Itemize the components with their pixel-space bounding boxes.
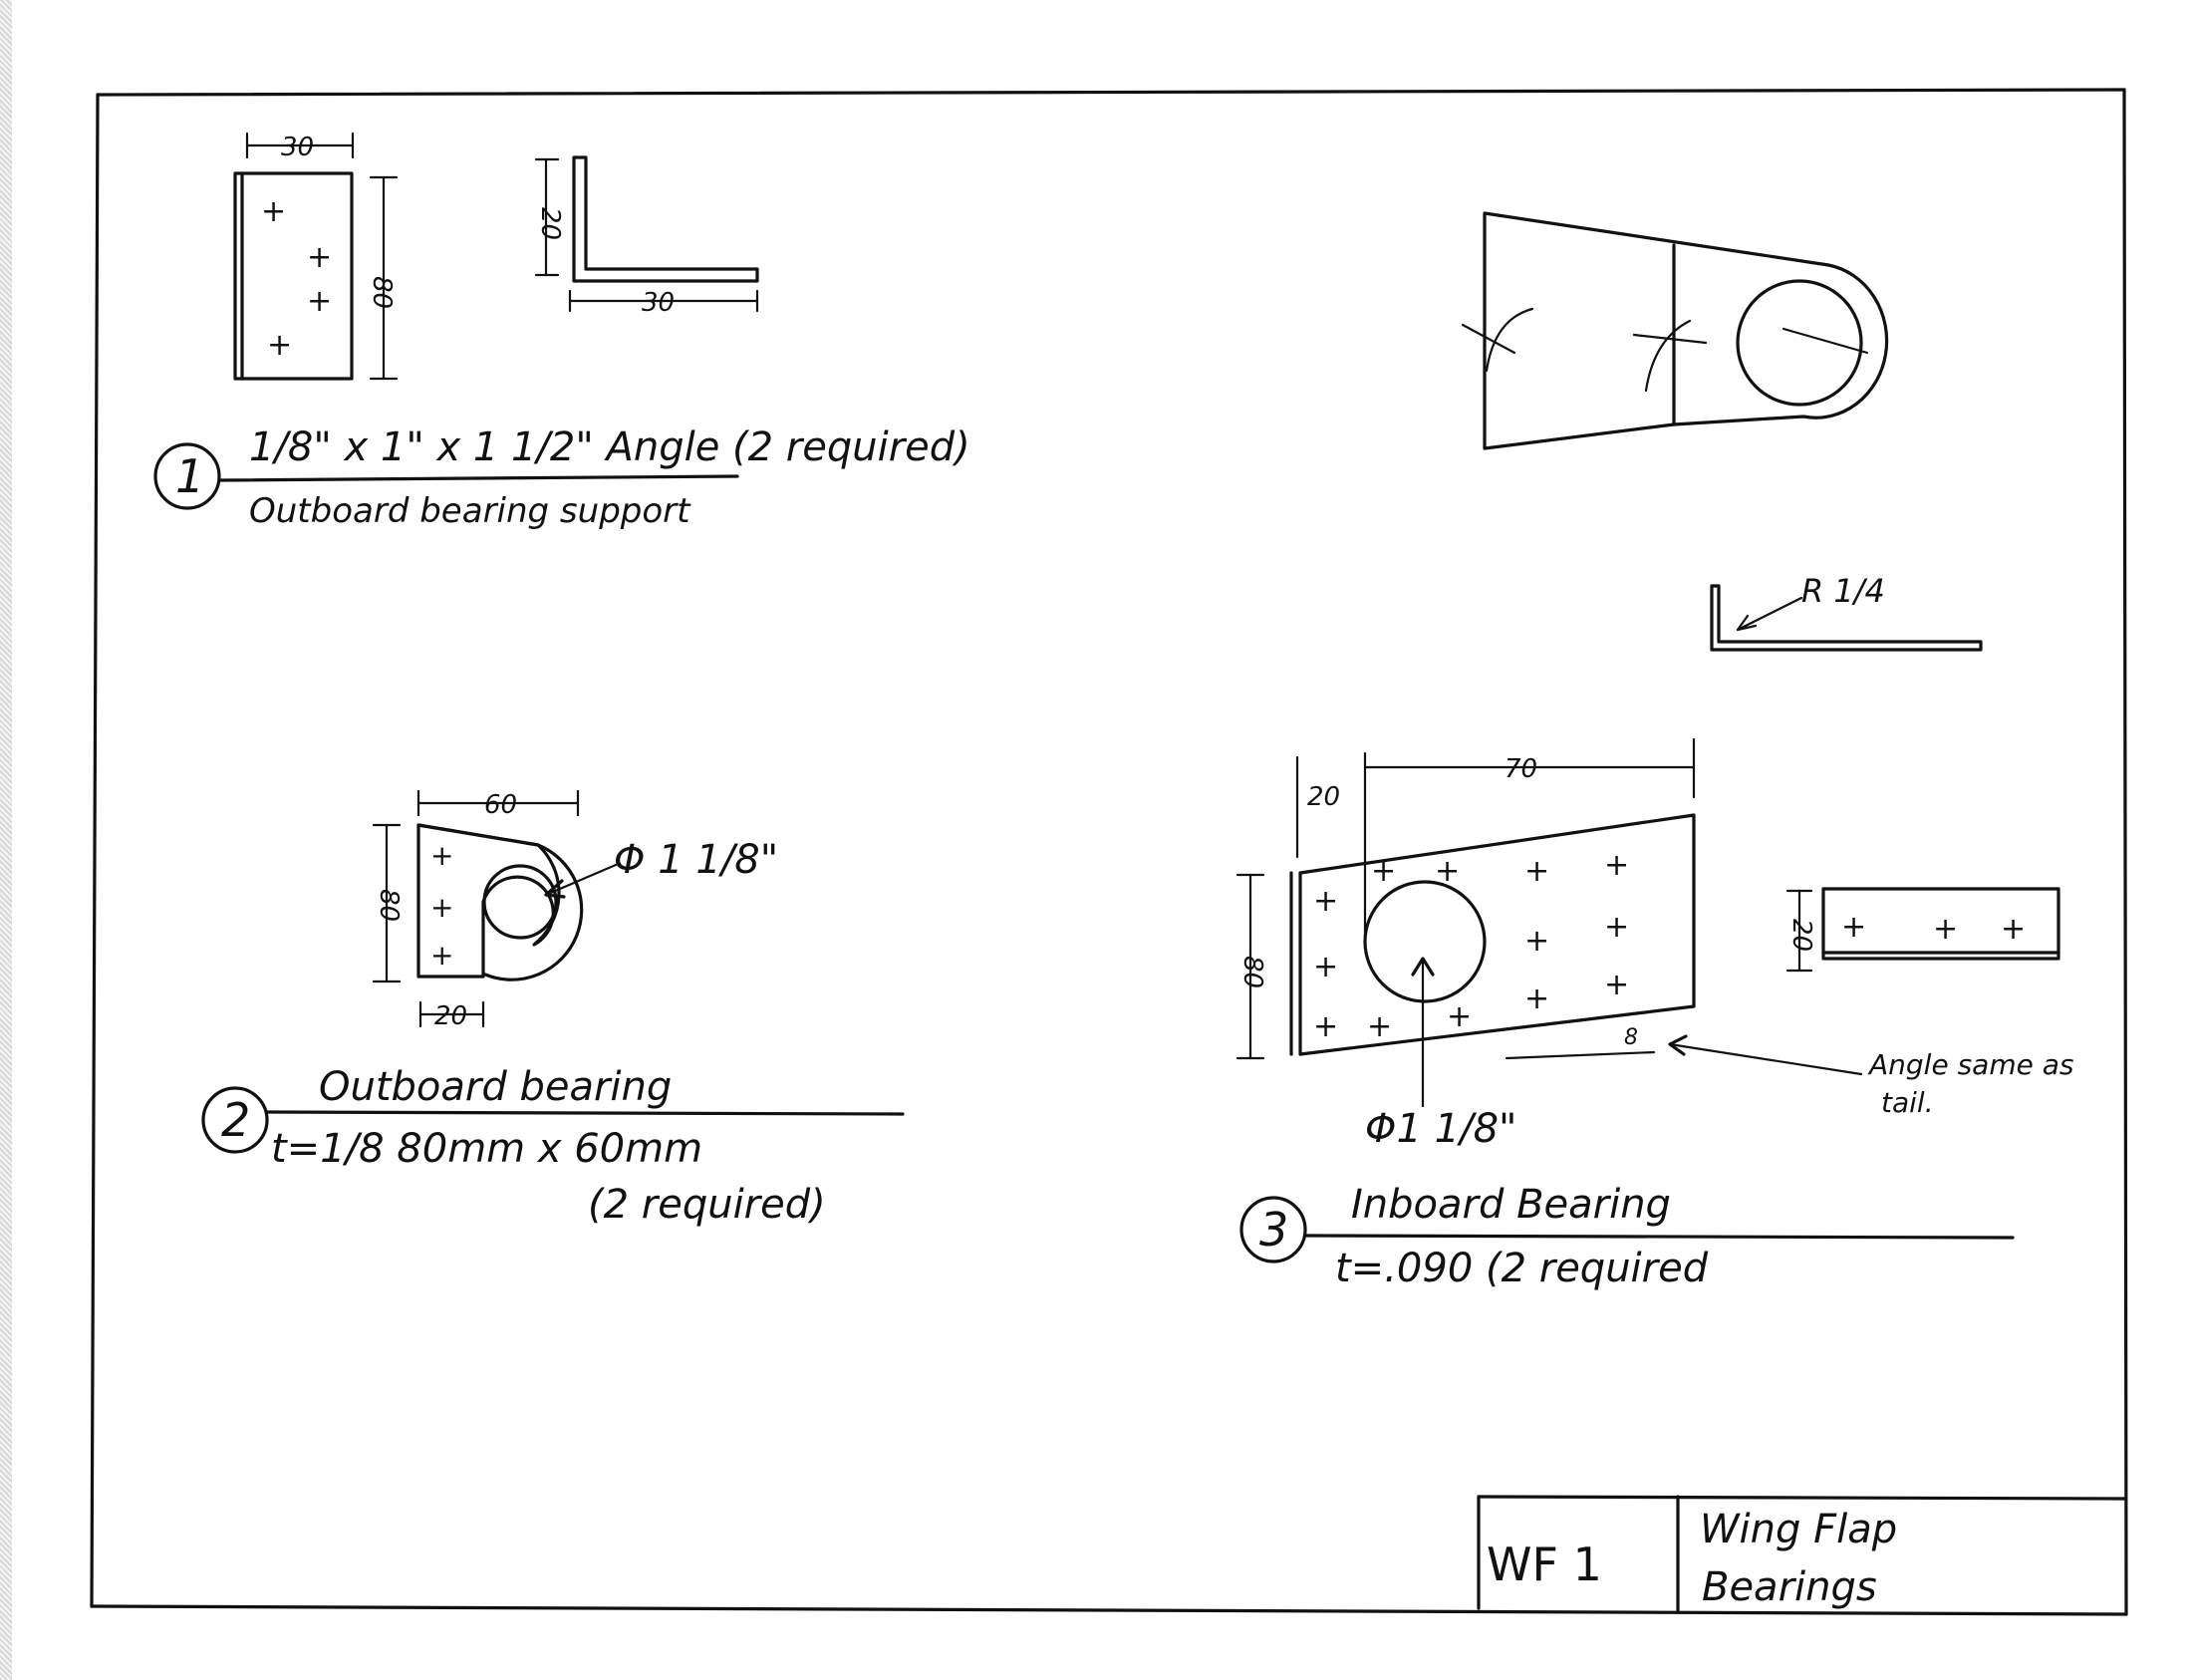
part3-view: + + + + + + + + + + + + + 70 20 80 8 Φ1 … <box>1235 737 2073 1152</box>
title-line-2: Bearings <box>1702 1564 1877 1610</box>
hole-mark: + <box>430 891 453 924</box>
title-line-1: Wing Flap <box>1700 1507 1897 1552</box>
hole-mark: + <box>307 284 332 319</box>
part2-hole-note: Φ 1 1/8" <box>614 837 778 883</box>
part2-width-dim: 60 <box>484 790 517 820</box>
radius-detail: R 1/4 <box>1710 572 1983 652</box>
part2-title: Outboard bearing <box>319 1064 672 1110</box>
part3-angle-note-2: tail. <box>1881 1086 1934 1119</box>
hole-mark: + <box>1524 924 1549 959</box>
part1-title: 1/8" x 1" x 1 1/2" Angle (2 required) <box>249 424 970 470</box>
part1-flat-view: + + + + 30 80 <box>233 132 399 381</box>
part2-offset-dim: 20 <box>434 1001 467 1031</box>
hole-mark: + <box>267 328 292 363</box>
sheet-border <box>90 88 2128 1616</box>
part2-number: 2 <box>221 1093 250 1147</box>
part3-title: Inboard Bearing <box>1351 1182 1671 1228</box>
hole-mark: + <box>1841 910 1866 945</box>
hole-mark: + <box>1313 1009 1338 1044</box>
part1-callout: 1 1/8" x 1" x 1 1/2" Angle (2 required) … <box>153 424 970 531</box>
part3-height-dim: 80 <box>1237 956 1267 988</box>
part1-width-dim: 30 <box>281 133 314 162</box>
part3-hole-note: Φ1 1/8" <box>1365 1106 1516 1152</box>
bearing-sketch <box>1461 211 1889 450</box>
hole-mark: + <box>1447 999 1472 1034</box>
hole-mark: + <box>1604 968 1629 1002</box>
part3-small-dim: 8 <box>1624 1025 1638 1050</box>
hole-mark: + <box>1313 950 1338 984</box>
hole-mark: + <box>1524 981 1549 1016</box>
hole-mark: + <box>1604 910 1629 945</box>
part3-side-dim: 20 <box>1786 919 1816 952</box>
hole-mark: + <box>1313 884 1338 919</box>
hole-mark: + <box>1524 854 1549 889</box>
part2-spec: t=1/8 80mm x 60mm <box>271 1126 702 1172</box>
hole-mark: + <box>430 939 453 972</box>
part2-callout: 2 Outboard bearing t=1/8 80mm x 60mm (2 … <box>201 1064 905 1228</box>
hole-mark: + <box>2001 912 2026 947</box>
hole-mark: + <box>1435 854 1460 889</box>
hole-mark: + <box>1933 912 1958 947</box>
hole-mark: + <box>1604 848 1629 883</box>
hole-mark: + <box>307 240 332 275</box>
part3-number: 3 <box>1259 1203 1288 1257</box>
part3-side-view: + + + 20 <box>1785 887 2060 973</box>
hole-mark: + <box>261 194 286 229</box>
part3-width-dim: 70 <box>1505 754 1537 784</box>
part1-number: 1 <box>175 449 204 503</box>
part1-angle-horizontal-dim: 30 <box>642 288 675 318</box>
title-block: WF 1 Wing Flap Bearings <box>1477 1495 2126 1612</box>
part3-callout: 3 Inboard Bearing t=.090 (2 required <box>1239 1182 2015 1291</box>
part1-angle-view: 20 30 <box>534 155 759 318</box>
radius-note: R 1/4 <box>1801 572 1885 610</box>
hole-mark: + <box>430 839 453 872</box>
part3-spec: t=.090 (2 required <box>1335 1246 1709 1291</box>
part2-height-dim: 80 <box>374 889 404 922</box>
part3-offset-dim: 20 <box>1307 782 1340 812</box>
drawing-number: WF 1 <box>1487 1538 1602 1591</box>
scan-edge-stripe <box>0 0 12 1680</box>
part1-angle-vertical-dim: 20 <box>535 207 565 240</box>
part2-view: + + + 60 80 20 Φ 1 1/8" <box>372 789 778 1031</box>
hole-mark: + <box>1371 854 1396 889</box>
part3-angle-note-1: Angle same as <box>1867 1048 2073 1081</box>
part1-subtitle: Outboard bearing support <box>249 491 691 531</box>
hole-mark: + <box>1367 1009 1392 1044</box>
part1-height-dim: 80 <box>367 276 397 309</box>
part2-qty: (2 required) <box>588 1182 826 1228</box>
